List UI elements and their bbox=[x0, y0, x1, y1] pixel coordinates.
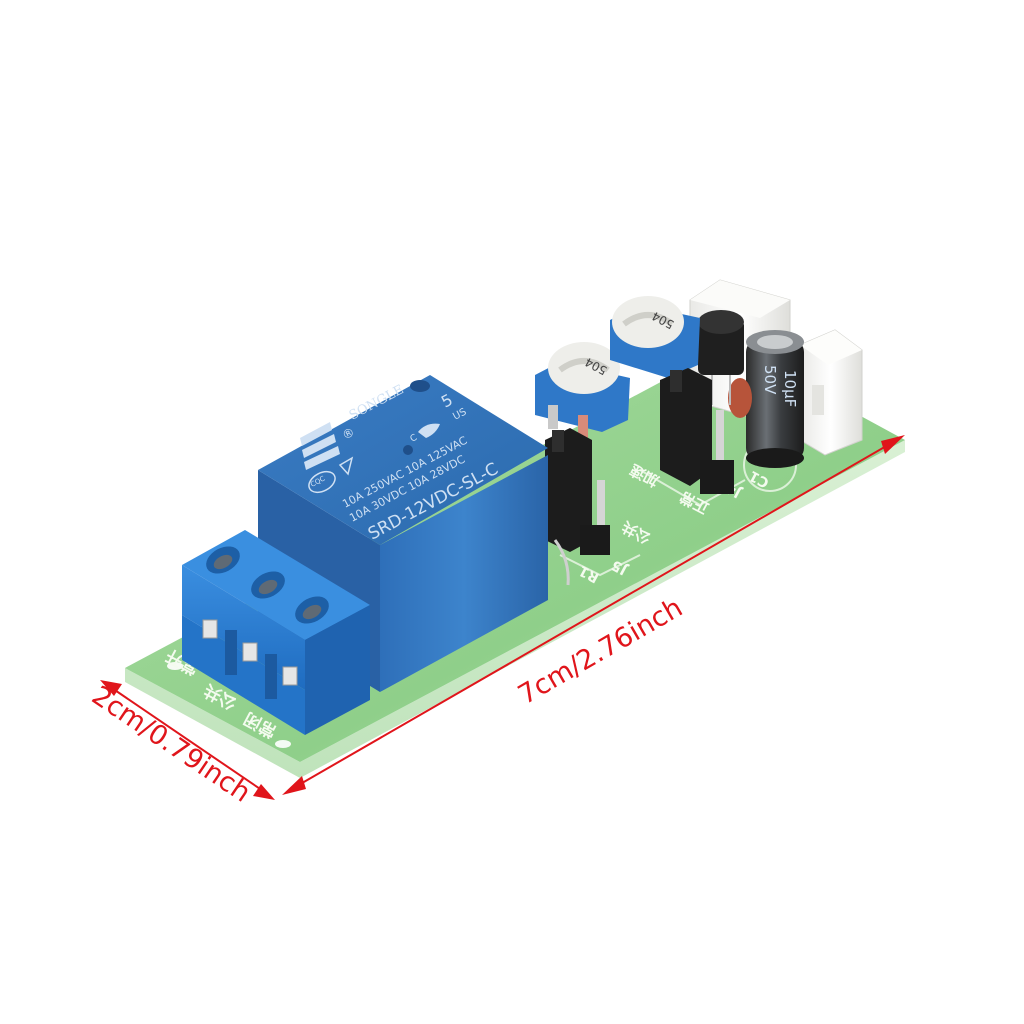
songle-logo-icon bbox=[300, 422, 340, 470]
label-j5-ref: J5 bbox=[609, 556, 631, 578]
potentiometer-1[interactable]: 504 bbox=[535, 342, 630, 439]
relay-side bbox=[380, 455, 548, 692]
jumper-j5[interactable] bbox=[545, 428, 610, 586]
terminal-slot-3[interactable] bbox=[282, 666, 298, 686]
jumper-j4[interactable] bbox=[660, 368, 734, 494]
terminal-slot-1[interactable] bbox=[202, 619, 218, 639]
relay: SONGLE ® 5 US C CQC 10A 250VAC 10A 125VA… bbox=[258, 375, 548, 692]
relay-cert-c: C bbox=[409, 433, 419, 445]
mounting-hole bbox=[167, 662, 183, 670]
ceramic-capacitor bbox=[728, 378, 752, 418]
relay-top bbox=[258, 375, 548, 545]
warning-triangle-icon bbox=[338, 456, 354, 476]
relay-registered-mark: ® bbox=[340, 425, 357, 443]
terminal-slot-2[interactable] bbox=[242, 642, 258, 662]
terminal-screw-2[interactable] bbox=[246, 566, 289, 604]
mounting-hole bbox=[275, 740, 291, 748]
terminal-screw-1[interactable] bbox=[201, 541, 244, 579]
electrolytic-capacitor: 10µF 50V bbox=[746, 330, 804, 468]
capacitor-capacitance: 10µF bbox=[781, 370, 799, 407]
capacitor-voltage: 50V bbox=[761, 365, 779, 395]
white-connector-front bbox=[799, 329, 863, 456]
ul-mark-icon bbox=[418, 423, 440, 438]
potentiometer-2[interactable]: 504 bbox=[610, 296, 700, 378]
terminal-screw-3[interactable] bbox=[290, 591, 333, 629]
terminal-block bbox=[182, 530, 370, 735]
